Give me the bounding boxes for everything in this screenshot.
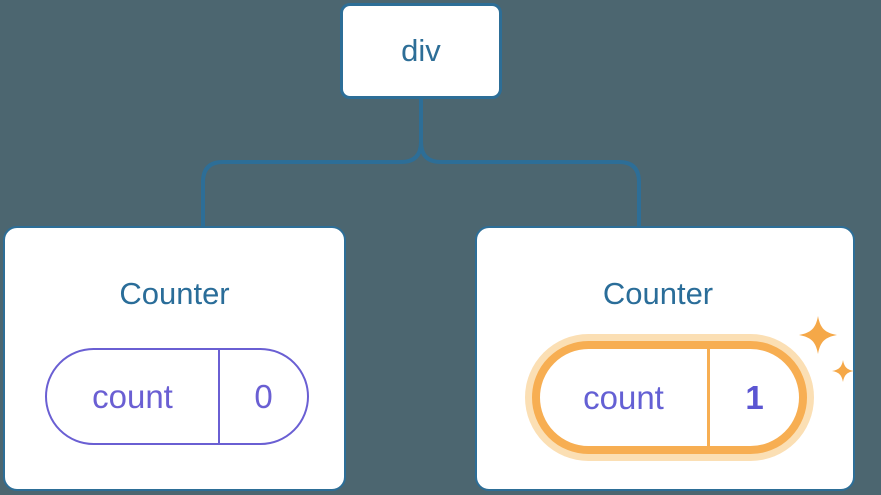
counter-card-left: Counter count 0 [3, 226, 346, 491]
state-pill-highlighted: count 1 [532, 341, 807, 454]
counter-card-right: Counter count 1 [475, 226, 855, 491]
root-node-label: div [401, 33, 441, 68]
connector-left-branch [201, 99, 423, 228]
component-title: Counter [119, 276, 230, 311]
state-pill: count 0 [45, 348, 309, 445]
root-node: div [340, 3, 502, 99]
connector-right-branch [419, 99, 641, 230]
component-title: Counter [602, 276, 714, 311]
state-label: count [540, 349, 710, 446]
state-label: count [47, 350, 220, 443]
state-value: 1 [745, 378, 764, 416]
state-value: 0 [254, 377, 273, 415]
